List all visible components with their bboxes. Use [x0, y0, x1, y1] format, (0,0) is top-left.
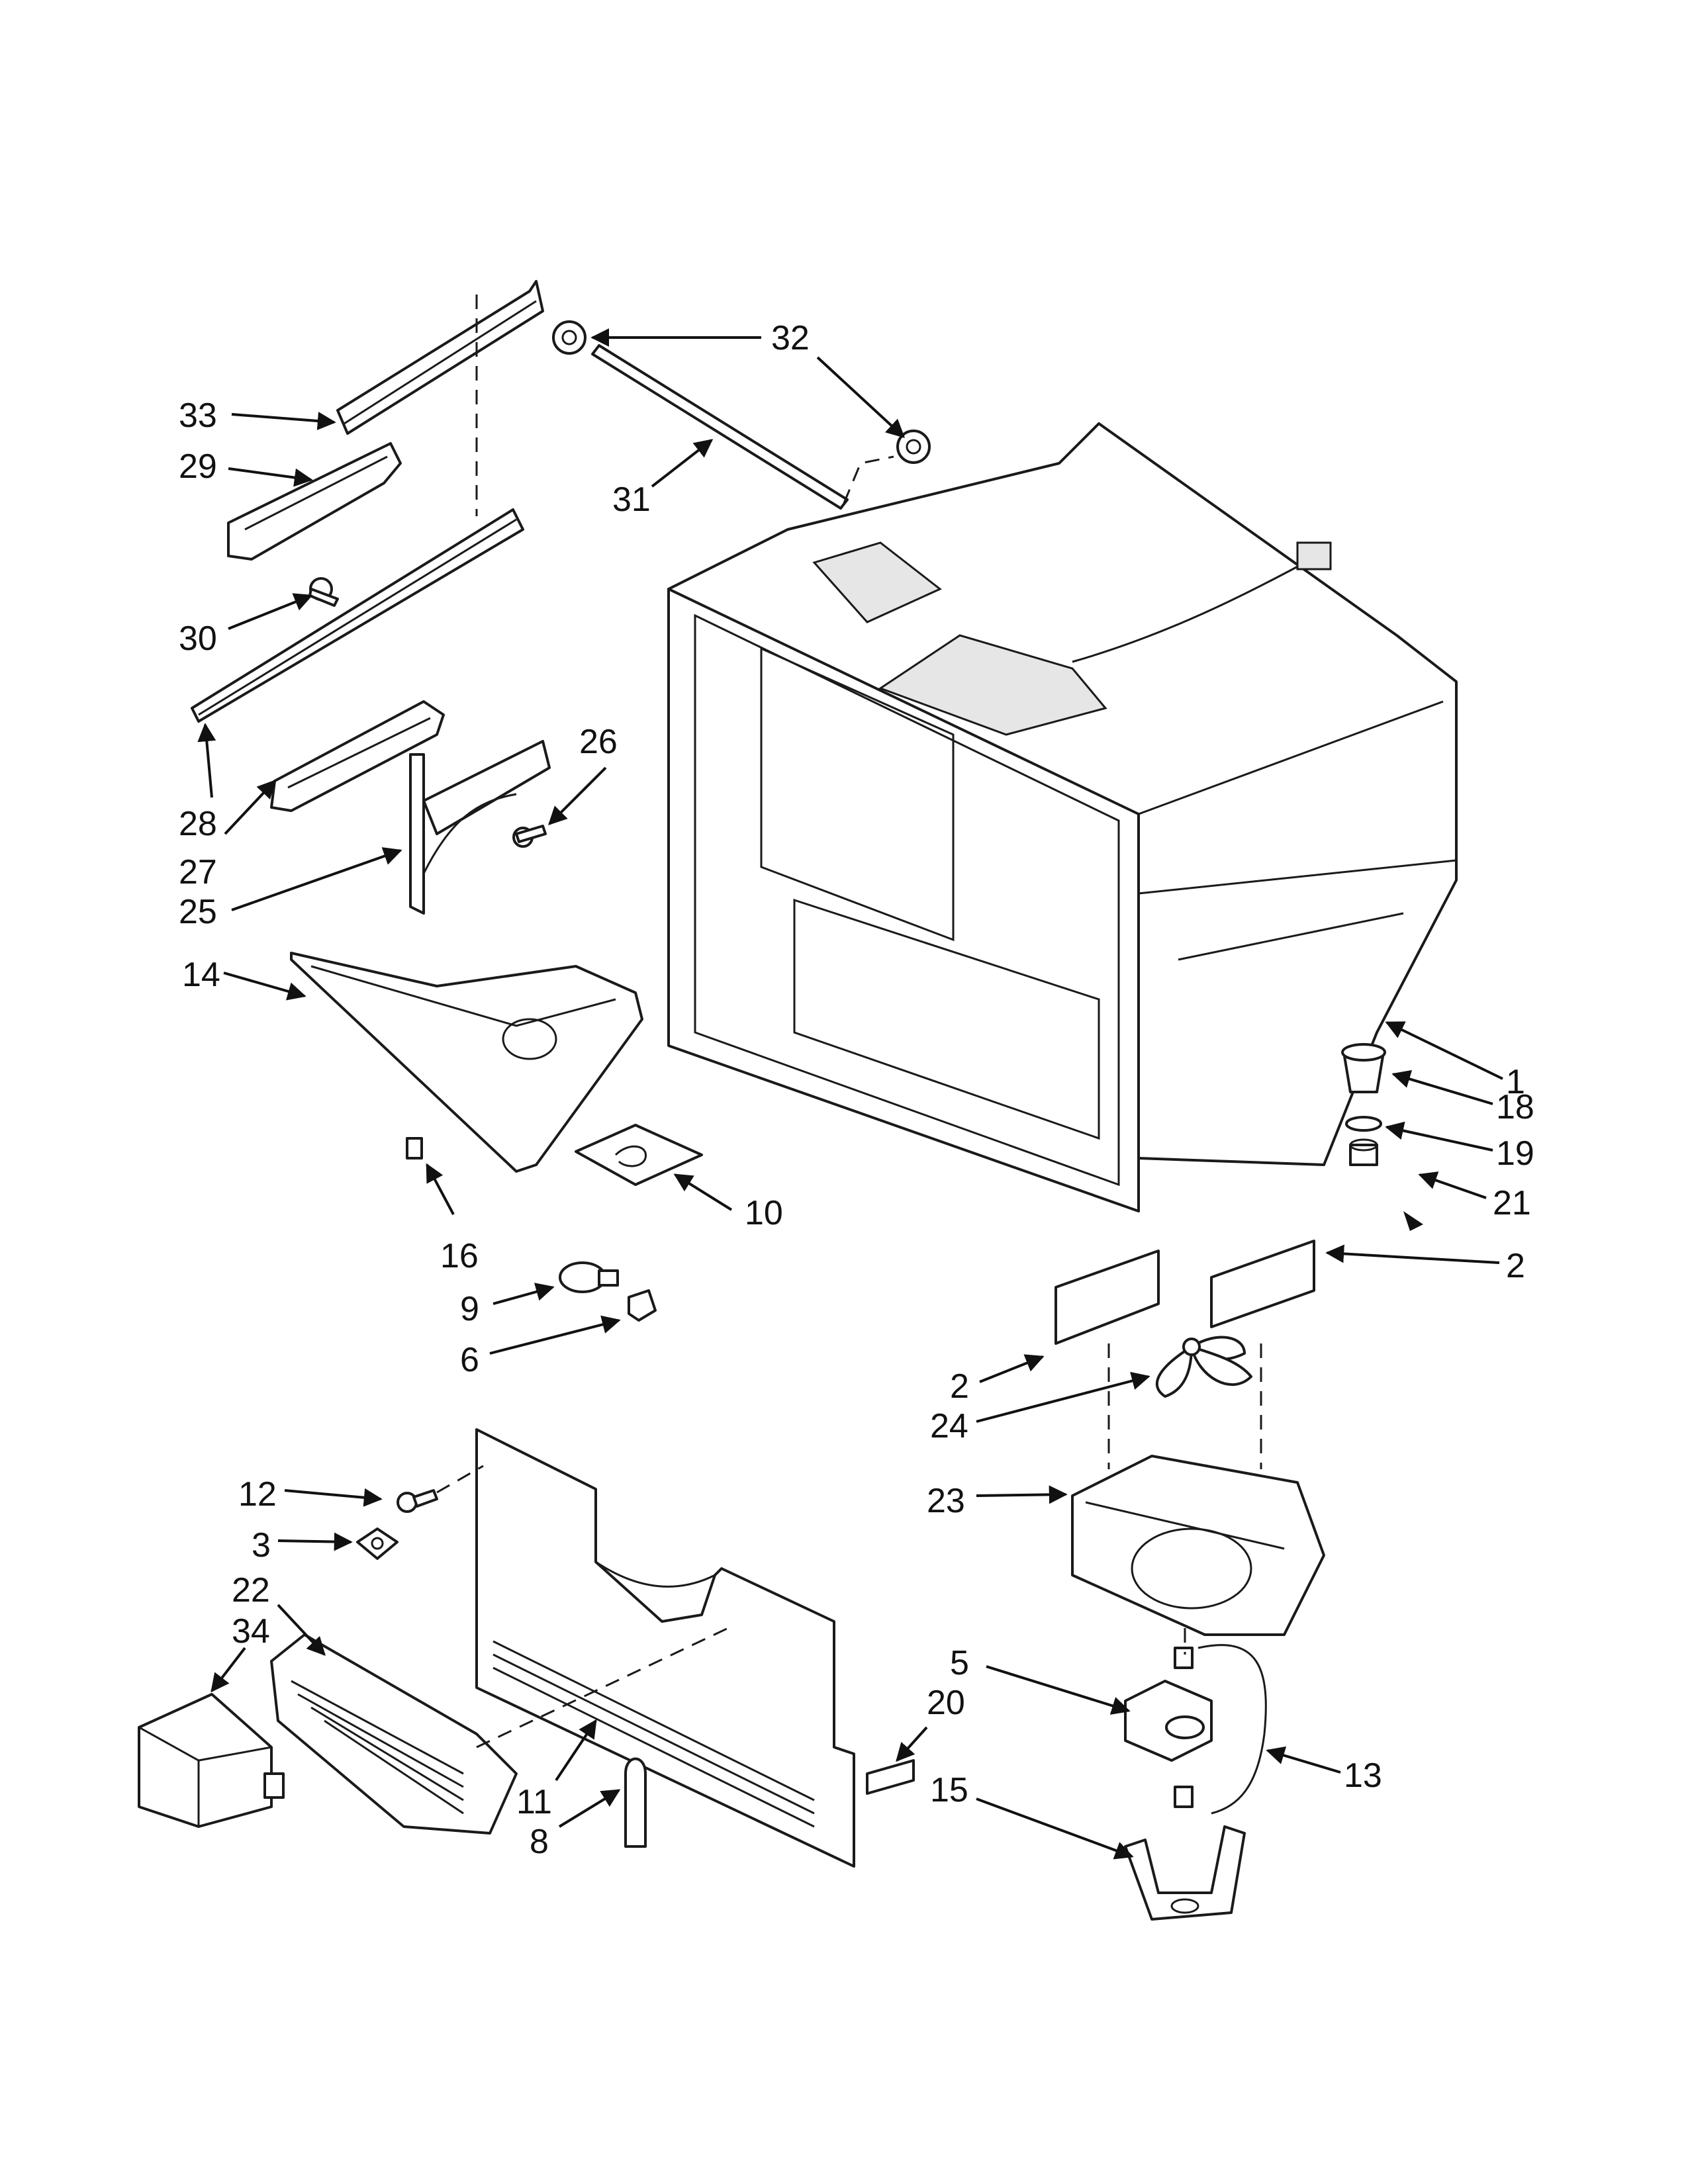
- leader-lines: [197, 328, 1503, 1860]
- callout-23: 23: [927, 1482, 965, 1520]
- callout-1: 1: [1506, 1063, 1525, 1101]
- callout-31: 31: [612, 480, 651, 519]
- callout-2-right: 2: [1506, 1247, 1525, 1285]
- light-bulb-part: [559, 1261, 619, 1293]
- socket-part: [628, 1289, 657, 1322]
- grille-part: [270, 1627, 729, 1835]
- callout-32: 32: [771, 319, 810, 357]
- callout-9: 9: [460, 1290, 479, 1328]
- callout-5: 5: [950, 1644, 969, 1682]
- callout-28: 28: [179, 805, 217, 843]
- callout-34: 34: [232, 1612, 270, 1651]
- rod-part: [591, 344, 894, 510]
- callout-26: 26: [579, 723, 618, 761]
- callout-24: 24: [930, 1407, 968, 1445]
- duct-housing-part: [138, 1693, 285, 1828]
- o-ring-part: [1345, 1116, 1382, 1132]
- callout-13: 13: [1344, 1756, 1382, 1795]
- freezer-liner-part: [667, 422, 1458, 1212]
- slide-bracket-lower-part: [270, 700, 445, 812]
- damper-cap-part: [1341, 1043, 1386, 1093]
- top-rail-part: [336, 280, 544, 435]
- callout-2-left: 2: [950, 1367, 969, 1406]
- fan-motor-part: [1124, 1628, 1213, 1808]
- callout-labels: 32 33 29 31 30 26 28 27 25 14 1 18 19 21…: [179, 319, 1534, 1861]
- callout-6: 6: [460, 1341, 479, 1379]
- slide-bracket-upper-part: [227, 442, 402, 561]
- callout-16: 16: [440, 1237, 479, 1275]
- foam-pad-left-part: [1055, 1250, 1160, 1345]
- callout-22: 22: [232, 1571, 270, 1610]
- small-clip-part: [1403, 1211, 1423, 1231]
- callout-19: 19: [1496, 1134, 1534, 1173]
- callout-10: 10: [745, 1194, 783, 1232]
- callout-29: 29: [179, 447, 217, 486]
- callout-33: 33: [179, 396, 217, 435]
- callout-30: 30: [179, 619, 217, 658]
- screw-upper-part: [308, 577, 339, 607]
- clip-part: [406, 1137, 423, 1160]
- callout-3: 3: [252, 1526, 271, 1565]
- screw-panel-part: [397, 1465, 484, 1513]
- slide-rail-part: [191, 295, 524, 723]
- callout-27: 27: [179, 853, 217, 891]
- foam-strip-part: [866, 1759, 915, 1795]
- callout-21: 21: [1493, 1184, 1531, 1222]
- label-sheet-part: [575, 1124, 703, 1186]
- wire-harness-part: [1197, 1644, 1267, 1815]
- callout-12: 12: [238, 1475, 277, 1514]
- gear-part: [552, 320, 931, 464]
- thermistor-clip-part: [624, 1757, 647, 1848]
- screw-side-part: [512, 825, 547, 848]
- duct-cover-part: [290, 952, 643, 1173]
- bushing-part: [1349, 1138, 1378, 1166]
- callout-11: 11: [516, 1783, 552, 1821]
- callout-18: 18: [1496, 1088, 1534, 1126]
- foam-pad-right-part: [1210, 1240, 1315, 1328]
- callout-8: 8: [530, 1823, 549, 1861]
- callout-15: 15: [930, 1771, 968, 1809]
- callout-25: 25: [179, 893, 217, 931]
- rear-panel-part: [475, 1428, 855, 1868]
- fan-shroud-part: [1071, 1455, 1325, 1636]
- side-bracket-part: [409, 740, 551, 915]
- motor-bracket-part: [1124, 1825, 1246, 1921]
- fan-blade-part: [1107, 1336, 1262, 1469]
- grommet-part: [356, 1527, 399, 1560]
- callout-20: 20: [927, 1684, 965, 1722]
- callout-14: 14: [182, 956, 220, 994]
